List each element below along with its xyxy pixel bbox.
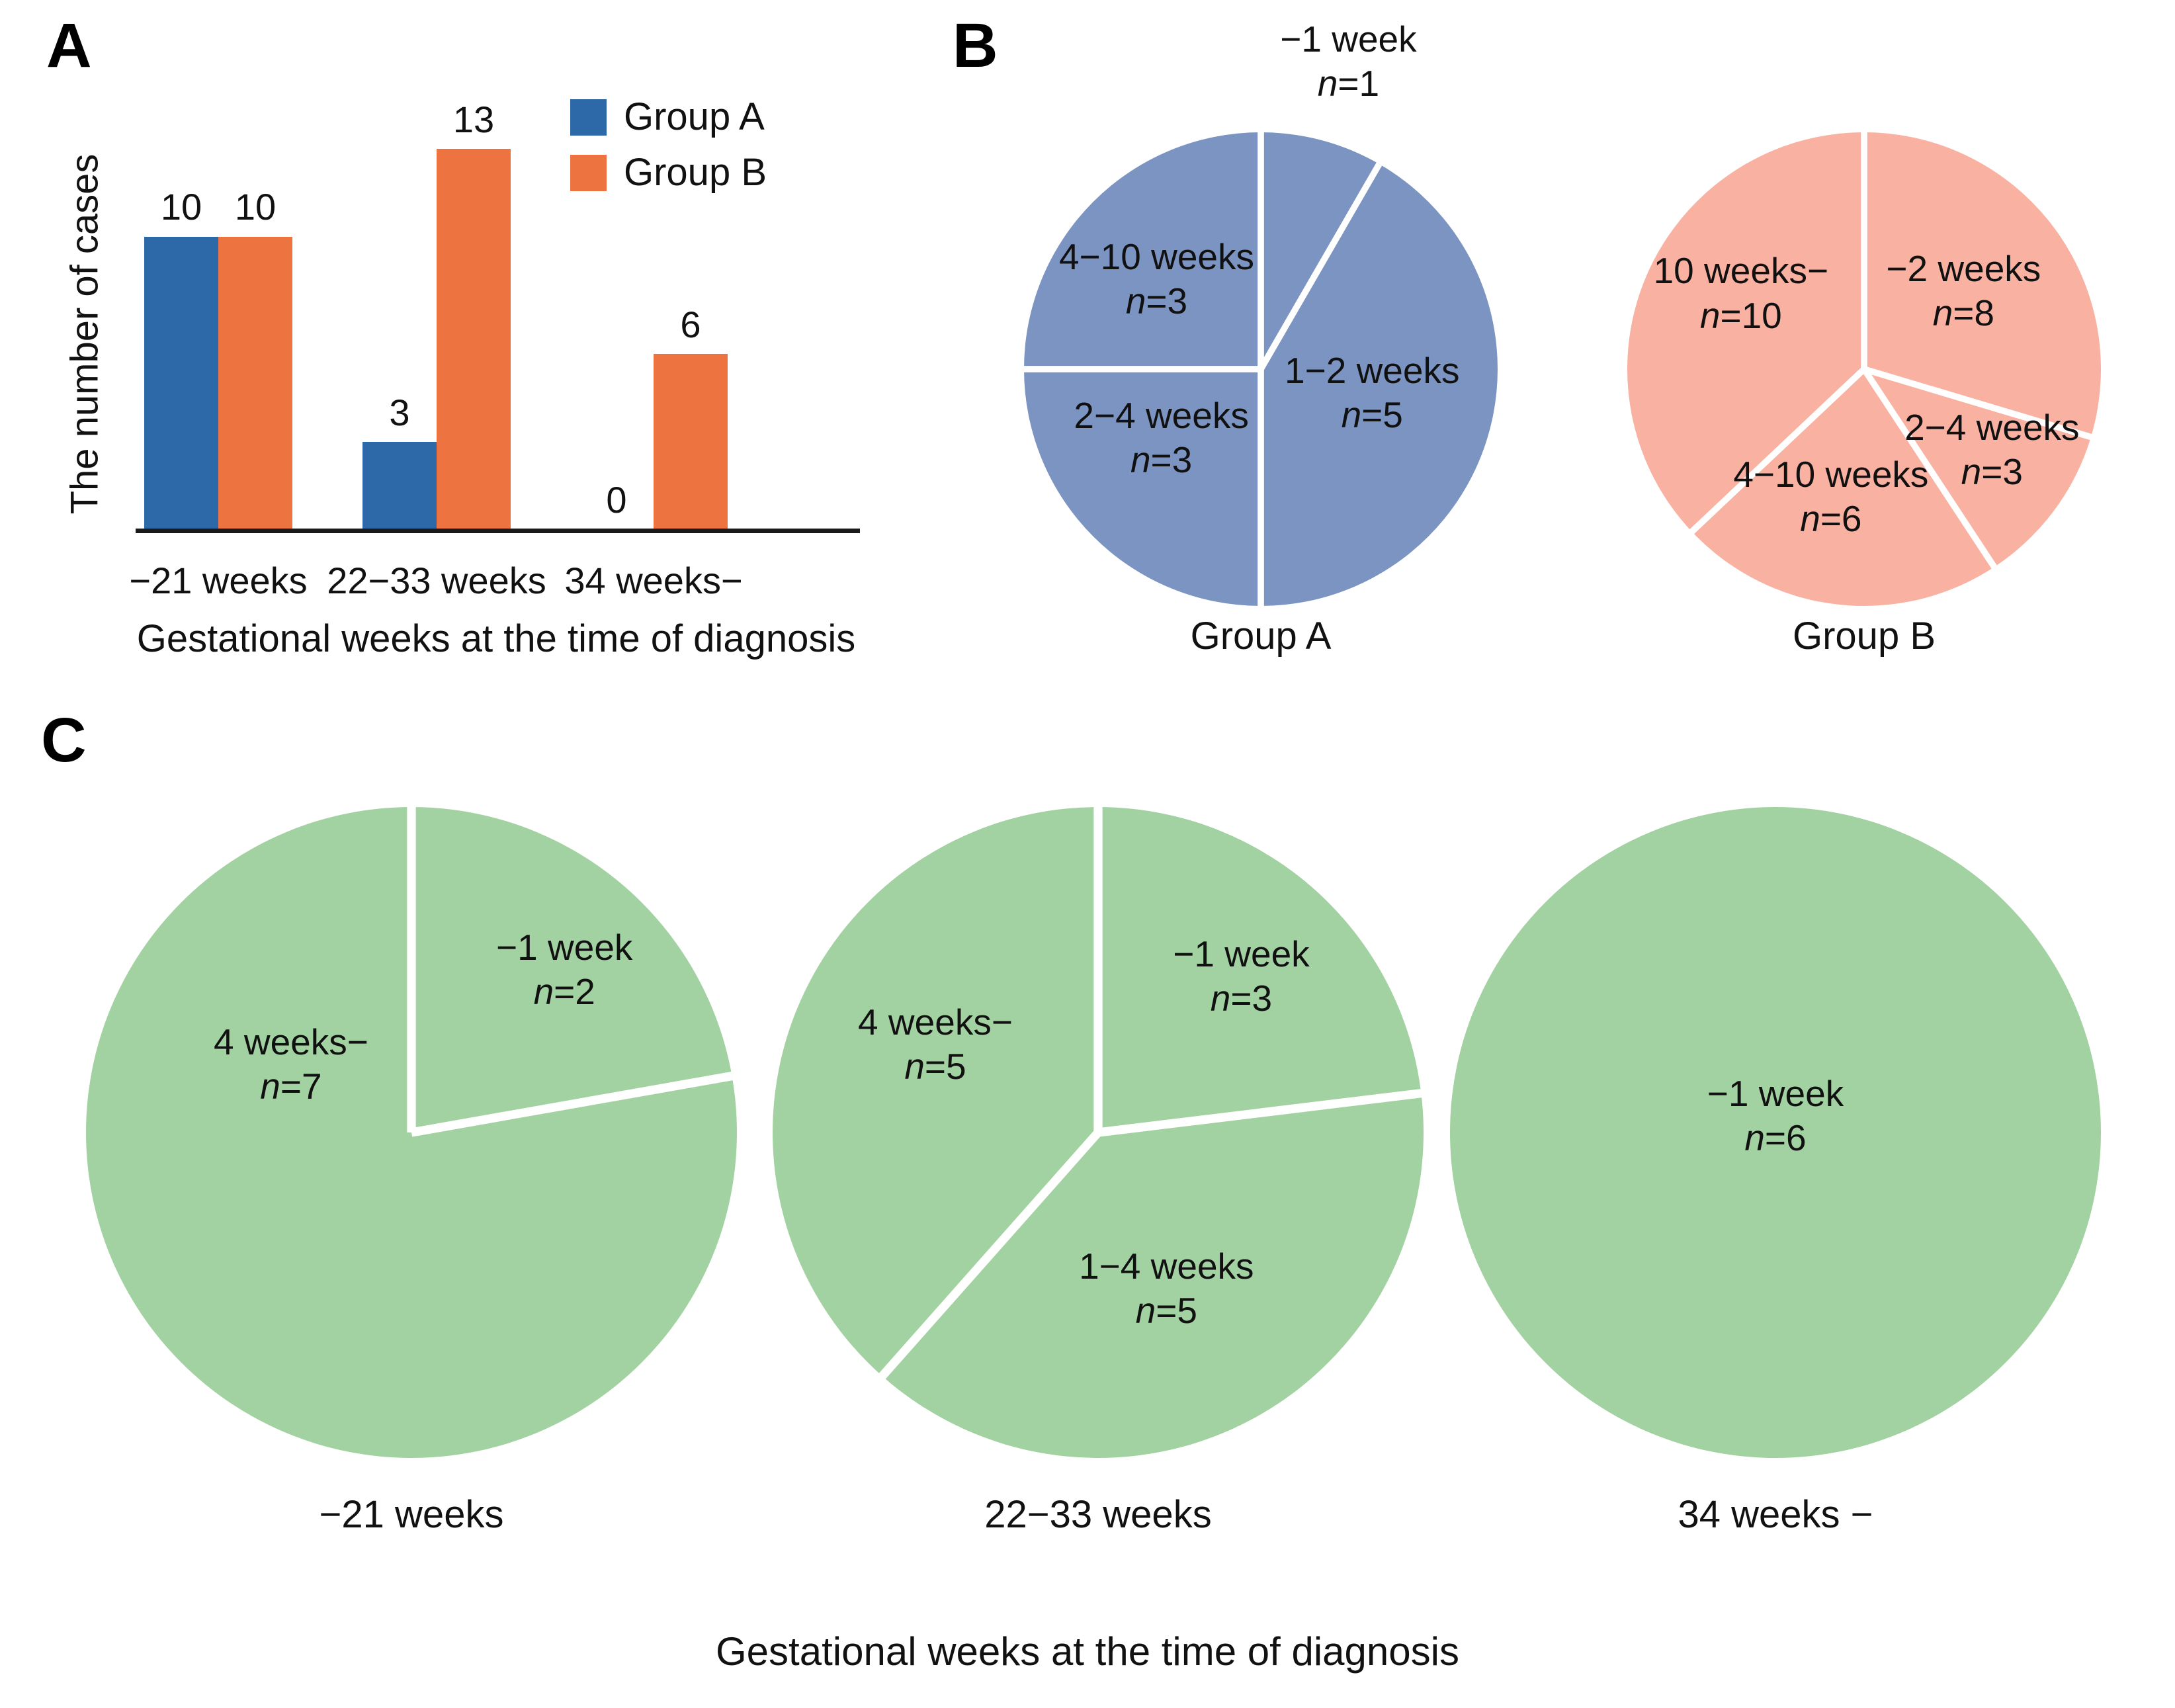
legend-label-group-b: Group B (624, 151, 767, 194)
pie-slice-label: 4 weeks−n=7 (214, 1021, 368, 1107)
pie-caption-group-a: Group A (1190, 615, 1332, 658)
pie-slice-label: 4 weeks−n=5 (858, 1002, 1013, 1088)
bar-y-axis-title: The number of cases (63, 153, 107, 515)
bar-x-axis-line (136, 529, 860, 533)
legend-swatch-group-a-icon (570, 99, 607, 136)
legend-item-group-a: Group A (570, 98, 767, 136)
pie-divider (1258, 162, 1383, 371)
pie-divider (878, 1129, 1101, 1379)
x-tick-label: −21 weeks (129, 560, 308, 601)
pie-divider (1689, 366, 1867, 534)
pie-divider (1097, 1089, 1422, 1137)
bar-group-b-cat2 (654, 354, 728, 530)
legend-swatch-group-b-icon (570, 154, 607, 191)
bar-value-label: 3 (389, 391, 410, 433)
bar-x-axis-title: Gestational weeks at the time of diagnos… (136, 617, 856, 660)
bar-group-a-cat0 (144, 237, 218, 530)
legend-item-group-b: Group B (570, 153, 767, 192)
bar-value-label: 6 (680, 303, 701, 345)
pie-divider (1861, 367, 1997, 569)
bar-group-b-cat0 (218, 237, 292, 530)
bar-value-label: 13 (452, 98, 495, 140)
bar-value-label: 0 (606, 479, 627, 521)
pie-divider (1863, 366, 2092, 441)
bar-group-b-cat1 (437, 149, 511, 530)
pie-caption-group-b: Group B (1793, 615, 1936, 658)
bar-group-a-cat1 (362, 442, 437, 530)
panel-c-x-axis-title: Gestational weeks at the time of diagnos… (716, 1629, 1459, 1674)
x-tick-label: 22−33 weeks (327, 560, 546, 601)
legend-label-group-a: Group A (624, 95, 765, 138)
panel-a-label: A (46, 11, 92, 81)
x-tick-label: 34 weeks− (564, 560, 743, 601)
pie-caption-22-33-weeks: 22−33 weeks (984, 1493, 1212, 1536)
pie-divider (410, 1072, 733, 1137)
bar-value-label: 10 (234, 186, 277, 228)
panel-c-label: C (41, 705, 87, 775)
pie-caption-34-weeks: 34 weeks − (1678, 1493, 1873, 1536)
bar-value-label: 10 (160, 186, 202, 228)
bar-legend: Group A Group B (570, 98, 767, 209)
pie-caption-under-21-weeks: −21 weeks (319, 1493, 504, 1536)
bar-chart-plot: 10 3 0 10 13 6 (136, 99, 857, 530)
pie-slice-label: 10 weeks−n=10 (1653, 250, 1829, 336)
panel-b-label: B (953, 11, 998, 81)
